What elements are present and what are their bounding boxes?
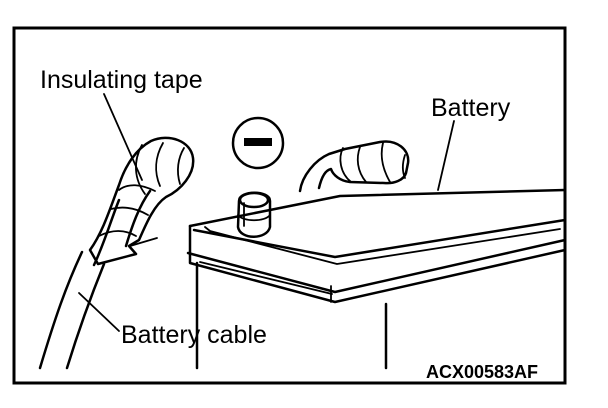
battery-terminal-post bbox=[236, 191, 272, 238]
insulating-tape-label: Insulating tape bbox=[40, 66, 203, 94]
insulating-tape-wrap bbox=[88, 136, 195, 266]
positive-cable-clamp bbox=[298, 140, 410, 193]
minus-sign-icon bbox=[231, 116, 285, 170]
leader-lines bbox=[78, 93, 455, 332]
figure-code-label: ACX00583AF bbox=[426, 362, 538, 382]
battery-cable-label: Battery cable bbox=[121, 321, 267, 349]
battery-label: Battery bbox=[431, 94, 511, 122]
